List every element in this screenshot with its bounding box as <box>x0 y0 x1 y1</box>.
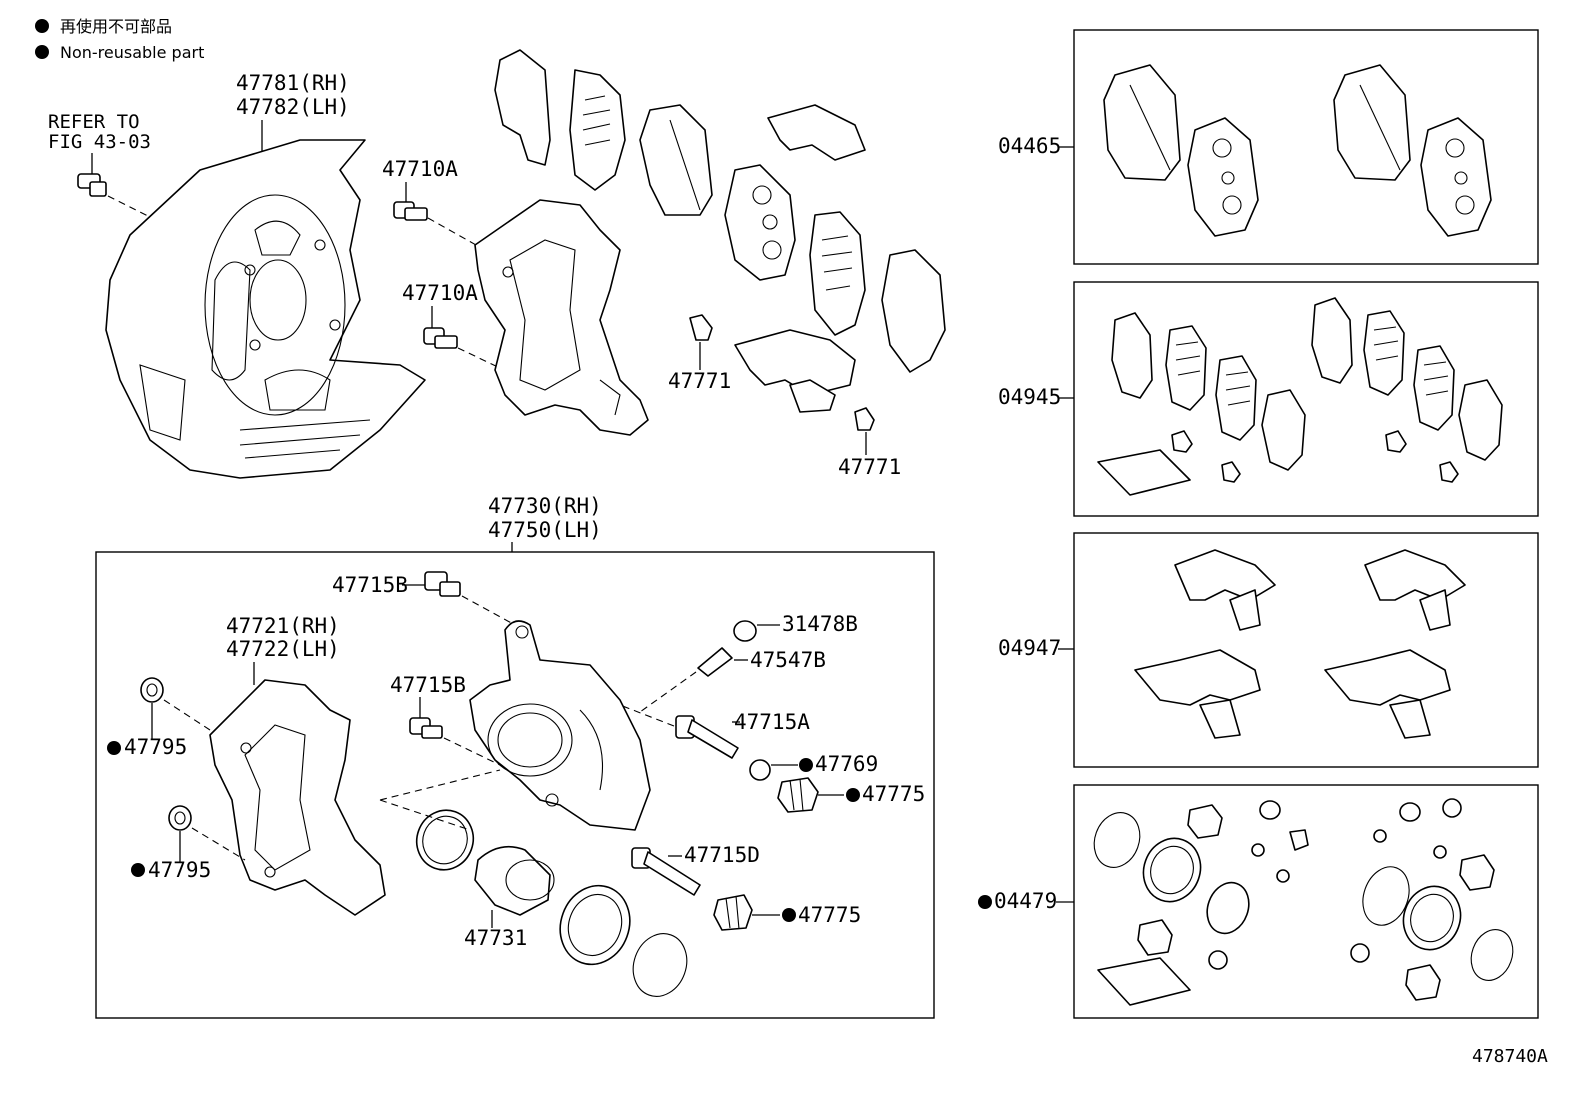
label-47722[interactable]: 47722(LH) <box>226 637 340 661</box>
cylinder-boot-part <box>559 884 631 966</box>
kit-04479-parts <box>1093 798 1514 1006</box>
pin-47715d-part <box>631 847 701 896</box>
refer-line-1[interactable]: REFER TO <box>48 111 140 133</box>
brake-pad-outer-part <box>724 164 796 281</box>
caliper-mounting-upper-part <box>474 199 649 436</box>
label-47769[interactable]: 47769 <box>815 752 878 776</box>
pad-fitting-upper-part <box>734 104 866 413</box>
label-47547b[interactable]: 47547B <box>750 648 826 672</box>
label-47710a-2[interactable]: 47710A <box>402 281 478 305</box>
label-47715b-1[interactable]: 47715B <box>332 573 408 597</box>
shim-upper-1-part <box>494 49 551 166</box>
caliper-mounting-lower-part <box>209 679 386 916</box>
shim-upper-3-part <box>809 211 866 336</box>
legend-en: Non-reusable part <box>60 43 204 62</box>
label-47782[interactable]: 47782(LH) <box>236 95 350 119</box>
bolt-47710a-2-part <box>423 327 458 349</box>
label-47715a[interactable]: 47715A <box>734 710 810 734</box>
clip-47771-1-part <box>689 314 713 341</box>
non-reusable-bullet-icon <box>131 863 145 877</box>
label-04945[interactable]: 04945 <box>998 385 1061 409</box>
non-reusable-bullet-icon <box>799 758 813 772</box>
legend: 再使用不可部品 Non-reusable part <box>35 17 204 62</box>
refer-line-2[interactable]: FIG 43-03 <box>48 131 151 153</box>
kit-04947-parts <box>1134 549 1466 739</box>
shim-upper-4-part <box>881 249 946 373</box>
label-31478b[interactable]: 31478B <box>782 612 858 636</box>
non-reusable-bullet-icon <box>846 788 860 802</box>
label-47731[interactable]: 47731 <box>464 926 527 950</box>
label-47715d[interactable]: 47715D <box>684 843 760 867</box>
label-47795-2[interactable]: 47795 <box>148 858 211 882</box>
label-47781[interactable]: 47781(RH) <box>236 71 350 95</box>
label-47730[interactable]: 47730(RH) <box>488 494 602 518</box>
label-47710a-1[interactable]: 47710A <box>382 157 458 181</box>
label-47721[interactable]: 47721(RH) <box>226 614 340 638</box>
label-47750[interactable]: 47750(LH) <box>488 518 602 542</box>
figure-code: 478740A <box>1472 1046 1548 1067</box>
piston-47731-part <box>474 845 555 916</box>
label-47715b-2[interactable]: 47715B <box>390 673 466 697</box>
bolt-47710a-1-part <box>393 201 428 221</box>
bleeder-47547b-part <box>697 647 733 677</box>
cap-31478b-part <box>733 620 757 642</box>
label-04947[interactable]: 04947 <box>998 636 1061 660</box>
cylinder-body-part <box>469 620 651 831</box>
refer-bolt-part <box>77 173 107 197</box>
non-reusable-bullet-icon <box>107 741 121 755</box>
piston-seal-part <box>415 809 475 871</box>
label-04479[interactable]: 04479 <box>994 889 1057 913</box>
label-47795-1[interactable]: 47795 <box>124 735 187 759</box>
kit-04465-box <box>1073 29 1539 265</box>
legend-jp: 再使用不可部品 <box>60 17 172 36</box>
pin-47715a-part <box>675 715 739 759</box>
kit-04479-box <box>1073 784 1539 1019</box>
seal-47795-2-part <box>168 805 192 831</box>
kit-04945-box <box>1073 281 1539 517</box>
kit-04945-parts <box>1097 297 1503 496</box>
kit-04465-parts <box>1103 64 1492 237</box>
label-47775-1[interactable]: 47775 <box>862 782 925 806</box>
non-reusable-bullet-icon <box>35 19 49 33</box>
label-47771-2[interactable]: 47771 <box>838 455 901 479</box>
set-ring-part <box>632 933 688 997</box>
dust-cover-part <box>105 139 426 479</box>
seal-47795-1-part <box>140 677 164 703</box>
bush-47769-part <box>749 759 771 781</box>
label-47775-2[interactable]: 47775 <box>798 903 861 927</box>
label-04465[interactable]: 04465 <box>998 134 1061 158</box>
bolt-47715b-1-part <box>424 571 461 597</box>
non-reusable-bullet-icon <box>978 895 992 909</box>
cylinder-assembly-box <box>95 551 935 1019</box>
label-47771-1[interactable]: 47771 <box>668 369 731 393</box>
kit-04947-box <box>1073 532 1539 768</box>
clip-47771-2-part <box>854 407 875 431</box>
shim-upper-2-part <box>569 69 626 191</box>
non-reusable-bullet-icon <box>35 45 49 59</box>
brake-pad-inner-part <box>639 104 713 216</box>
boot-47775-1-part <box>777 777 819 813</box>
bolt-47715b-2-part <box>409 717 443 739</box>
non-reusable-bullet-icon <box>782 908 796 922</box>
boot-47775-2-part <box>713 894 753 931</box>
